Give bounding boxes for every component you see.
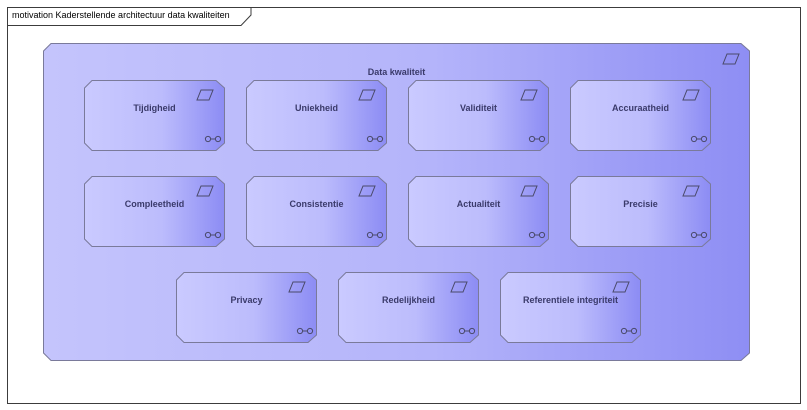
requirement-redelijkheid[interactable]: Redelijkheid — [338, 272, 479, 343]
requirement-uniekheid[interactable]: Uniekheid — [246, 80, 387, 151]
motivation-parallelogram-icon — [682, 185, 700, 197]
requirement-label: Compleetheid — [124, 199, 185, 209]
requirement-label: Referentiele integriteit — [522, 295, 619, 305]
requirement-label: Precisie — [623, 199, 658, 209]
link-chain-icon — [204, 135, 222, 143]
requirement-actualiteit[interactable]: Actualiteit — [408, 176, 549, 247]
group-label: Data kwaliteit — [367, 67, 426, 77]
motivation-parallelogram-icon — [288, 281, 306, 293]
motivation-parallelogram-icon — [196, 89, 214, 101]
link-chain-icon — [458, 327, 476, 335]
link-chain-icon — [366, 135, 384, 143]
requirement-label: Actualiteit — [456, 199, 501, 209]
requirement-referentiele-integriteit[interactable]: Referentiele integriteit — [500, 272, 641, 343]
motivation-parallelogram-icon — [196, 185, 214, 197]
requirement-label: Redelijkheid — [381, 295, 435, 305]
requirement-label: Accuraatheid — [611, 103, 670, 113]
requirement-consistentie[interactable]: Consistentie — [246, 176, 387, 247]
requirement-label: Consistentie — [289, 199, 344, 209]
requirement-accuraatheid[interactable]: Accuraatheid — [570, 80, 711, 151]
motivation-parallelogram-icon — [520, 89, 538, 101]
motivation-parallelogram-icon — [612, 281, 630, 293]
diagram-title: motivation Kaderstellende architectuur d… — [12, 10, 230, 20]
requirement-compleetheid[interactable]: Compleetheid — [84, 176, 225, 247]
requirement-label: Validiteit — [459, 103, 497, 113]
motivation-parallelogram-icon — [520, 185, 538, 197]
link-chain-icon — [528, 231, 546, 239]
link-chain-icon — [296, 327, 314, 335]
motivation-parallelogram-icon — [450, 281, 468, 293]
link-chain-icon — [204, 231, 222, 239]
motivation-parallelogram-icon — [722, 53, 740, 65]
motivation-parallelogram-icon — [358, 89, 376, 101]
diagram-frame — [7, 7, 801, 404]
requirement-privacy[interactable]: Privacy — [176, 272, 317, 343]
link-chain-icon — [528, 135, 546, 143]
link-chain-icon — [690, 135, 708, 143]
link-chain-icon — [366, 231, 384, 239]
link-chain-icon — [620, 327, 638, 335]
requirement-validiteit[interactable]: Validiteit — [408, 80, 549, 151]
requirement-tijdigheid[interactable]: Tijdigheid — [84, 80, 225, 151]
motivation-parallelogram-icon — [358, 185, 376, 197]
requirement-label: Tijdigheid — [133, 103, 176, 113]
requirement-precisie[interactable]: Precisie — [570, 176, 711, 247]
motivation-parallelogram-icon — [682, 89, 700, 101]
link-chain-icon — [690, 231, 708, 239]
requirement-label: Privacy — [230, 295, 263, 305]
requirement-label: Uniekheid — [294, 103, 338, 113]
